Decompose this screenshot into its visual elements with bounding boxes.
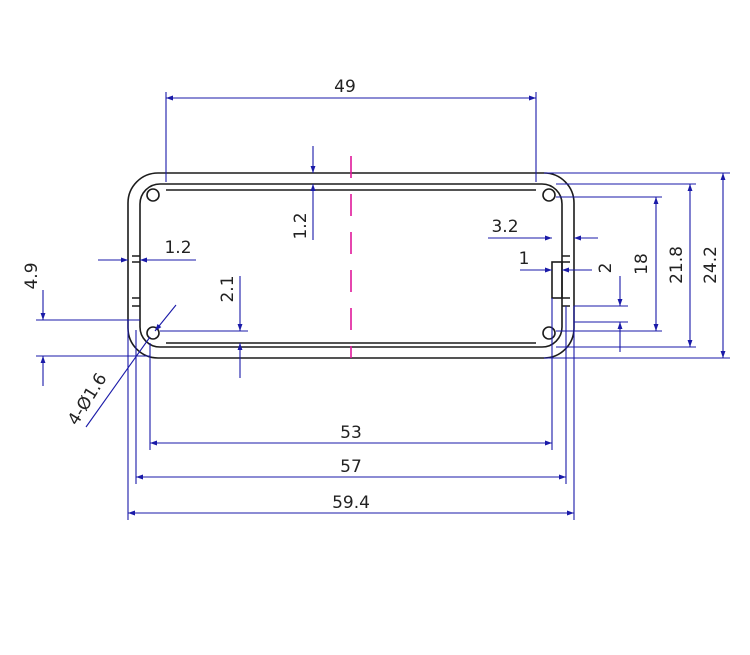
dim-rail-step: 2 xyxy=(574,263,628,352)
dim-mid-width-label: 57 xyxy=(340,457,362,477)
dim-left-height: 4.9 xyxy=(22,262,150,386)
dim-top-wall-label: 1.2 xyxy=(291,212,311,239)
right-extension-lines xyxy=(544,172,730,359)
dim-top-width: 49 xyxy=(165,77,537,182)
dim-outer-width-label: 59.4 xyxy=(332,493,370,513)
bottom-extension-lines xyxy=(127,298,575,520)
dim-outer-height: 24.2 xyxy=(701,173,726,358)
dim-rail-width: 3.2 xyxy=(488,217,598,241)
screw-boss-top-left xyxy=(146,188,160,202)
dim-outer-width: 59.4 xyxy=(128,493,574,516)
dim-top-wall: 1.2 xyxy=(291,146,316,240)
dim-inner-height-label: 18 xyxy=(632,253,652,275)
screw-boss-top-right xyxy=(542,188,556,202)
dim-mid-height-label: 21.8 xyxy=(667,246,687,284)
dim-rail-gap: 1 xyxy=(519,249,592,273)
dim-left-wall: 1.2 xyxy=(98,238,196,263)
dim-rail-height-label: 2.1 xyxy=(218,275,238,302)
dim-rail-step-label: 2 xyxy=(596,263,616,274)
screw-boss-bottom-right xyxy=(542,326,556,340)
dim-top-width-label: 49 xyxy=(334,77,356,97)
dim-left-wall-label: 1.2 xyxy=(164,238,191,258)
dim-hole-label: 4-Ø1.6 xyxy=(64,370,111,429)
dim-inner-height: 18 xyxy=(632,197,659,331)
dim-left-height-label: 4.9 xyxy=(22,262,42,289)
dim-rail-height: 2.1 xyxy=(160,275,248,378)
dim-rail-width-label: 3.2 xyxy=(491,217,518,237)
dim-hole: 4-Ø1.6 xyxy=(64,304,177,429)
right-rail-notch xyxy=(562,255,570,307)
dim-inner-width: 53 xyxy=(150,423,552,446)
dim-outer-height-label: 24.2 xyxy=(701,246,721,284)
dim-mid-height: 21.8 xyxy=(667,184,693,347)
dim-mid-width: 57 xyxy=(136,457,566,480)
left-rail-notch xyxy=(132,255,140,307)
dim-rail-gap-label: 1 xyxy=(519,249,530,269)
right-rail-slot xyxy=(551,261,563,299)
dim-inner-width-label: 53 xyxy=(340,423,362,443)
screw-boss-bottom-left xyxy=(146,326,160,340)
